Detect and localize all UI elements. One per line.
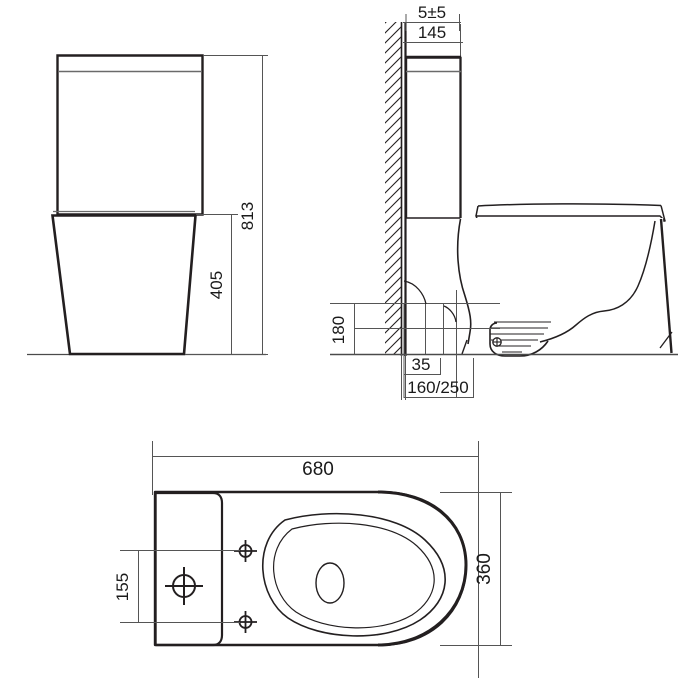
front-tank-outline bbox=[56, 54, 204, 216]
side-seat-plate-left-edge bbox=[475, 205, 479, 217]
side-dim-160-250-label: 160/250 bbox=[407, 378, 468, 397]
side-bowl-front-wall-inner bbox=[539, 220, 656, 343]
front-dim-813-label: 813 bbox=[238, 202, 257, 230]
side-dim-160-250: 160/250 bbox=[404, 358, 474, 398]
side-section-view: 5±5 145 bbox=[329, 3, 678, 400]
plan-flush-hole bbox=[315, 562, 345, 604]
plan-seat-rim-oval bbox=[262, 512, 446, 637]
plan-dim-680-label: 680 bbox=[302, 459, 334, 480]
wall-hatch bbox=[385, 22, 401, 354]
side-tank-outline bbox=[405, 55, 462, 219]
side-ground-break-mark bbox=[659, 331, 673, 349]
side-back-skirt bbox=[461, 339, 468, 355]
plan-tank-crosshair-icon bbox=[165, 567, 203, 605]
front-elevation-view: 813 405 bbox=[27, 54, 268, 356]
side-dim-180: 180 bbox=[329, 303, 404, 355]
side-dim-5pm5-label: 5±5 bbox=[418, 3, 446, 22]
side-trap-outline bbox=[489, 322, 549, 357]
plan-view: 680 bbox=[113, 441, 512, 678]
plan-dim-155-label: 155 bbox=[113, 573, 132, 601]
plan-dim-680: 680 bbox=[152, 441, 479, 678]
side-dim-145: 145 bbox=[403, 23, 463, 60]
side-dim-180-label: 180 bbox=[329, 316, 348, 344]
side-fixing-bolt-icon bbox=[492, 337, 502, 347]
front-dim-405: 405 bbox=[185, 214, 238, 355]
side-outlet-pipe-curve2 bbox=[443, 305, 457, 323]
front-dim-405-label: 405 bbox=[207, 271, 226, 299]
plan-tank-outline bbox=[156, 491, 224, 647]
front-bowl-outline bbox=[51, 214, 197, 356]
side-bowl-outline bbox=[457, 218, 673, 354]
side-dim-5pm5: 5±5 bbox=[403, 3, 461, 31]
side-dim-35: 35 bbox=[404, 355, 441, 375]
plan-bowl-front-contour bbox=[377, 490, 468, 647]
side-dim-35-label: 35 bbox=[412, 355, 431, 374]
plan-dim-360: 360 bbox=[440, 492, 512, 646]
side-seat-plate-top bbox=[477, 203, 662, 207]
side-dim-145-label: 145 bbox=[418, 23, 446, 42]
front-dim-813: 813 bbox=[203, 55, 268, 355]
plan-bowl-inner-oval bbox=[272, 522, 435, 629]
plan-dim-360-label: 360 bbox=[474, 553, 495, 585]
side-bowl-front-wall bbox=[659, 218, 673, 354]
side-outlet-pipe-curve bbox=[403, 280, 427, 305]
side-bowl-back-curve bbox=[456, 218, 472, 345]
plan-dim-155: 155 bbox=[113, 550, 240, 623]
side-seat-plate-right-edge bbox=[660, 205, 666, 222]
